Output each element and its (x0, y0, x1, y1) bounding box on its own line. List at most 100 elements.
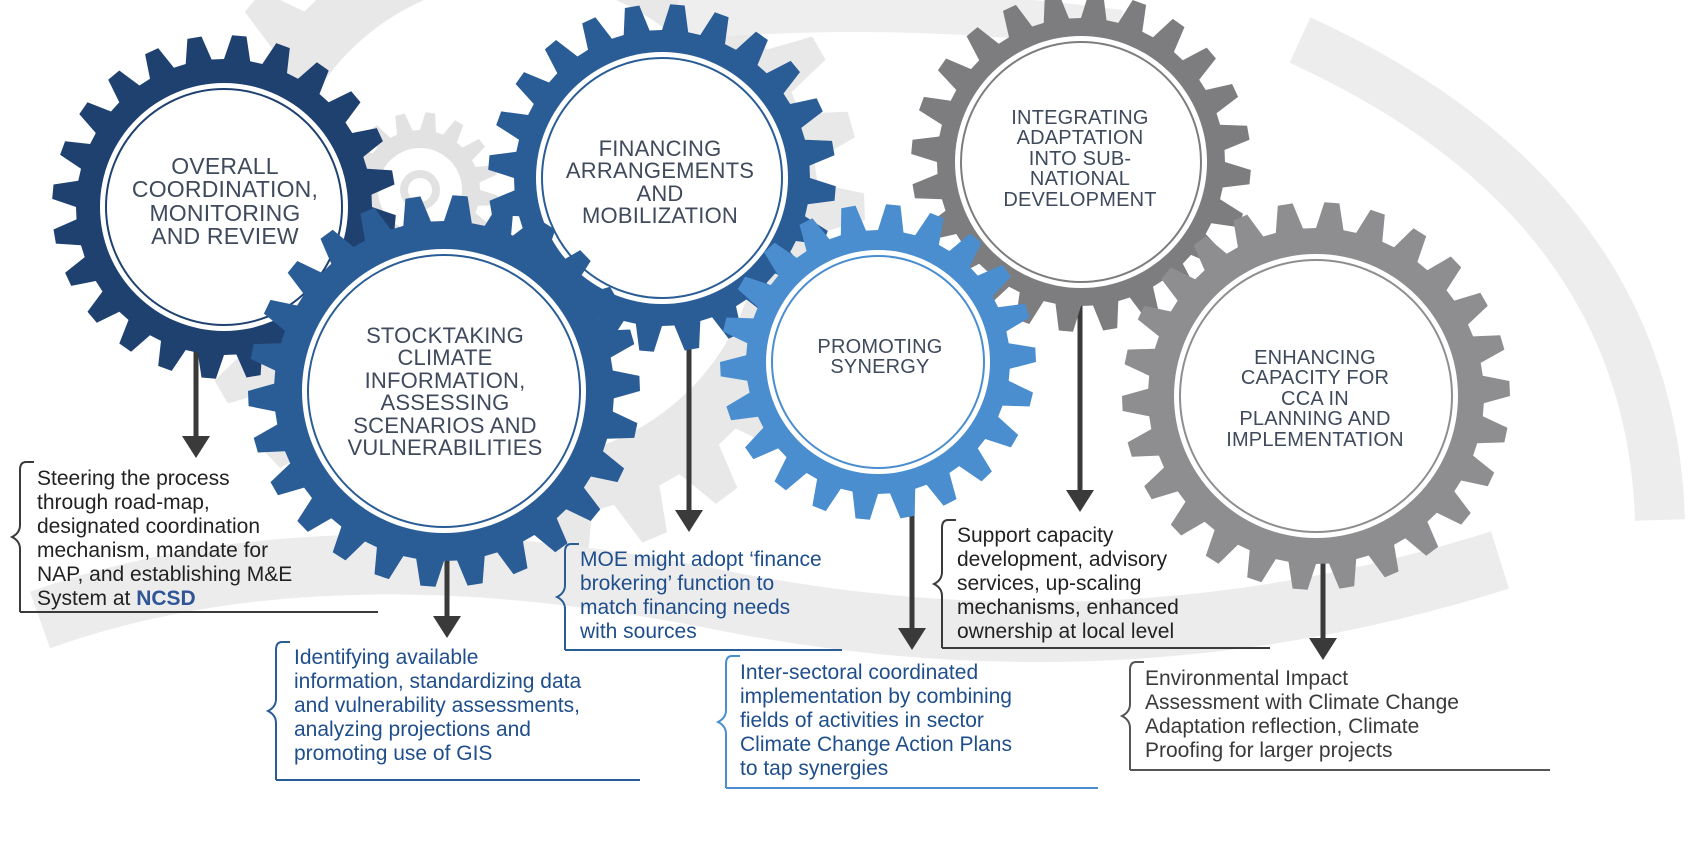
description-line: Assessment with Climate Change (1145, 691, 1459, 714)
description-line: Proofing for larger projects (1145, 739, 1393, 762)
gear-integrating (911, 0, 1251, 332)
gear-synergy (720, 204, 1036, 520)
description-line: analyzing projections and (294, 718, 531, 741)
description-line: implementation by combining (740, 685, 1012, 708)
gear-label-line: COORDINATION, (131, 176, 319, 203)
gear-integrating-ring (955, 36, 1207, 288)
gear-integrating-inner-ring (960, 41, 1202, 283)
gear-stocktaking-ring (302, 249, 586, 533)
gear-label-line: INTO SUB- (1028, 147, 1132, 170)
gear-label-line: CCA IN (1281, 387, 1349, 410)
gear-label-line: NATIONAL (1029, 168, 1131, 191)
gear-stocktaking-inner-ring (307, 254, 581, 528)
bracket-curve (265, 641, 290, 780)
description-line: NAP, and establishing M&E (37, 563, 293, 586)
gear-enhancing-inner-ring (1179, 259, 1453, 533)
description-enhancing: Environmental Impact Assessment with Cli… (1145, 667, 1459, 763)
bracket-integrating (931, 519, 1270, 649)
gear-financing-inner-ring (541, 57, 783, 299)
gear-enhancing (1122, 202, 1510, 590)
arrow-head (1309, 638, 1337, 660)
bracket-coordination (9, 461, 378, 613)
gear-label-line: ENHANCING (1254, 347, 1376, 369)
gear-label-line: AND REVIEW (151, 223, 299, 250)
gear-label-line: VULNERABILITIES (347, 435, 543, 461)
description-line: through road-map, (37, 491, 210, 514)
description-line: with sources (580, 620, 697, 643)
description-line: mechanisms, enhanced (957, 596, 1179, 619)
description-line: Adaptation reflection, Climate (1145, 715, 1420, 738)
description-line: MOE might adopt ‘finance (580, 548, 822, 571)
gear-label-line: DEVELOPMENT (1003, 188, 1157, 211)
gear-label-line: SCENARIOS AND (353, 412, 537, 438)
description-line: development, advisory (957, 548, 1168, 571)
gear-synergy-ring (766, 250, 990, 474)
description-line: mechanism, mandate for (37, 539, 269, 562)
description-line: Inter-sectoral coordinated (740, 661, 979, 684)
arrow-head (433, 616, 461, 638)
gear-label-line: CAPACITY FOR (1240, 367, 1390, 390)
description-integrating: Support capacity development, advisory s… (957, 524, 1179, 644)
description-line: match financing needs (580, 596, 791, 619)
bracket-synergy (715, 655, 1098, 789)
bracket-stocktaking (265, 641, 640, 781)
description-line: promoting use of GIS (294, 742, 493, 765)
bracket-curve (715, 655, 740, 788)
description-line-text: System at (37, 587, 137, 610)
description-financing: MOE might adopt ‘finance brokering’ func… (580, 548, 822, 644)
ncsd-highlight: NCSD (136, 587, 196, 610)
gear-label-line: AND (636, 180, 684, 206)
gear-label-line: PROMOTING (817, 336, 943, 358)
description-line: Steering the process (37, 467, 230, 490)
description-stocktaking: Identifying available information, stand… (294, 646, 581, 766)
gear-label-line: STOCKTAKING (366, 323, 524, 348)
description-line: services, up-scaling (957, 572, 1142, 595)
gear-synergy-inner-ring (771, 255, 985, 469)
gear-coordination-inner-ring (105, 88, 343, 326)
description-line: Support capacity (957, 524, 1114, 547)
description-coordination: Steering the process through road-map, d… (37, 467, 292, 611)
gear-enhancing-ring (1174, 254, 1458, 538)
description-line: to tap synergies (740, 757, 889, 780)
description-line: brokering’ function to (580, 572, 775, 595)
description-line: designated coordination (37, 515, 261, 538)
gear-label-line: IMPLEMENTATION (1226, 428, 1404, 451)
gear-label-synergy: PROMOTING SYNERGY (780, 337, 980, 378)
bracket-enhancing (1119, 661, 1550, 771)
description-line: Identifying available (294, 646, 479, 669)
description-line: ownership at local level (957, 620, 1175, 643)
watermark-swoosh-lower (29, 531, 1510, 662)
watermark-gear-small-hole (378, 148, 462, 232)
gear-label-line: MOBILIZATION (581, 203, 738, 229)
bracket-financing (554, 543, 842, 651)
arrow-head (1066, 490, 1094, 512)
gear-label-line: CLIMATE (397, 345, 493, 371)
arrow-synergy (898, 505, 926, 650)
watermark-swoosh-right (1289, 17, 1685, 521)
gear-label-line: ARRANGEMENTS (565, 158, 755, 184)
arrow-head (675, 510, 703, 532)
arrow-head (182, 436, 210, 458)
gear-label-line: FINANCING (598, 136, 722, 161)
description-line: information, standardizing data (294, 670, 582, 693)
gear-stocktaking (248, 195, 640, 587)
gear-label-line: INFORMATION, (364, 367, 526, 393)
arrow-head (898, 628, 926, 650)
gear-label-integrating: INTEGRATING ADAPTATION INTO SUB- NATIONA… (955, 108, 1205, 210)
gear-financing-ring (536, 52, 788, 304)
gear-label-financing: FINANCING ARRANGEMENTS AND MOBILIZATION (540, 136, 780, 229)
gear-label-line: SYNERGY (830, 356, 930, 379)
gear-label-coordination: OVERALL COORDINATION, MONITORING AND REV… (110, 153, 340, 250)
gear-label-line: OVERALL (171, 153, 279, 179)
arrow-enhancing (1309, 562, 1337, 660)
gear-label-enhancing: ENHANCING CAPACITY FOR CCA IN PLANNING A… (1185, 348, 1445, 450)
description-line: Climate Change Action Plans (740, 733, 1012, 756)
description-line: and vulnerability assessments, (294, 694, 580, 717)
description-line: fields of activities in sector (740, 709, 984, 732)
description-synergy: Inter-sectoral coordinated implementatio… (740, 661, 1012, 781)
gear-label-line: ASSESSING (380, 390, 510, 416)
gear-coordination-ring (100, 83, 348, 331)
gear-label-line: INTEGRATING (1011, 107, 1149, 129)
